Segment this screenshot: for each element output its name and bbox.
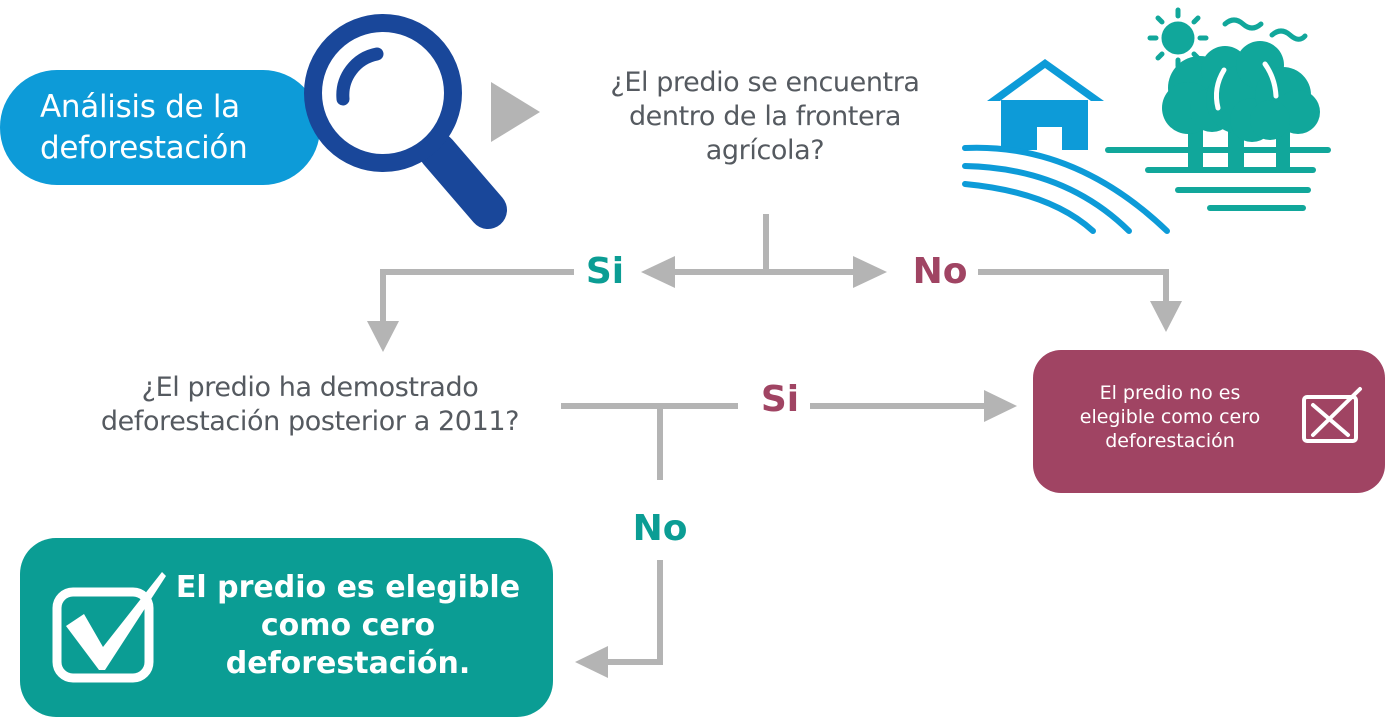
start-pill bbox=[0, 70, 320, 185]
result-not-eligible-line1: El predio no es bbox=[1099, 382, 1241, 404]
question-frontier: ¿El predio se encuentra dentro de la fro… bbox=[545, 66, 985, 168]
question-frontier-line3: agrícola? bbox=[705, 135, 825, 166]
connector-lines bbox=[380, 214, 1169, 665]
play-arrow-icon bbox=[491, 82, 540, 142]
question-deforestation-line2: deforestación posterior a 2011? bbox=[100, 406, 520, 437]
result-not-eligible-line3: deforestación bbox=[1105, 430, 1235, 452]
result-eligible-line3: deforestación. bbox=[225, 646, 471, 681]
question-deforestation-line1: ¿El predio ha demostrado bbox=[141, 372, 479, 403]
start-label-line1: Análisis de la bbox=[40, 89, 240, 125]
start-label-line2: deforestación bbox=[40, 130, 248, 166]
start-label: Análisis de la deforestación bbox=[40, 87, 310, 169]
result-eligible-line2: como cero bbox=[260, 608, 436, 643]
checkbox-cross-icon bbox=[1302, 387, 1362, 443]
question-deforestation: ¿El predio ha demostrado deforestación p… bbox=[40, 371, 580, 439]
question-frontier-line2: dentro de la frontera bbox=[628, 101, 902, 132]
result-not-eligible-box bbox=[1033, 350, 1385, 493]
question-frontier-line1: ¿El predio se encuentra bbox=[610, 67, 920, 98]
checkbox-check-icon bbox=[52, 572, 166, 683]
connector-arrowheads bbox=[367, 256, 1182, 678]
result-eligible-text: El predio es elegible como cero deforest… bbox=[158, 569, 538, 683]
result-not-eligible-line2: elegible como cero bbox=[1079, 406, 1261, 428]
branch-q2-no: No bbox=[632, 508, 688, 549]
result-eligible-box bbox=[20, 538, 553, 717]
branch-q1-no: No bbox=[912, 251, 968, 292]
branch-q1-yes: Si bbox=[585, 251, 625, 292]
branch-q2-yes: Si bbox=[760, 379, 800, 420]
farm-landscape-icon bbox=[962, 7, 1331, 234]
result-eligible-line1: El predio es elegible bbox=[175, 570, 521, 605]
magnifying-glass-icon bbox=[304, 14, 507, 229]
result-not-eligible-text: El predio no es elegible como cero defor… bbox=[1040, 381, 1300, 453]
